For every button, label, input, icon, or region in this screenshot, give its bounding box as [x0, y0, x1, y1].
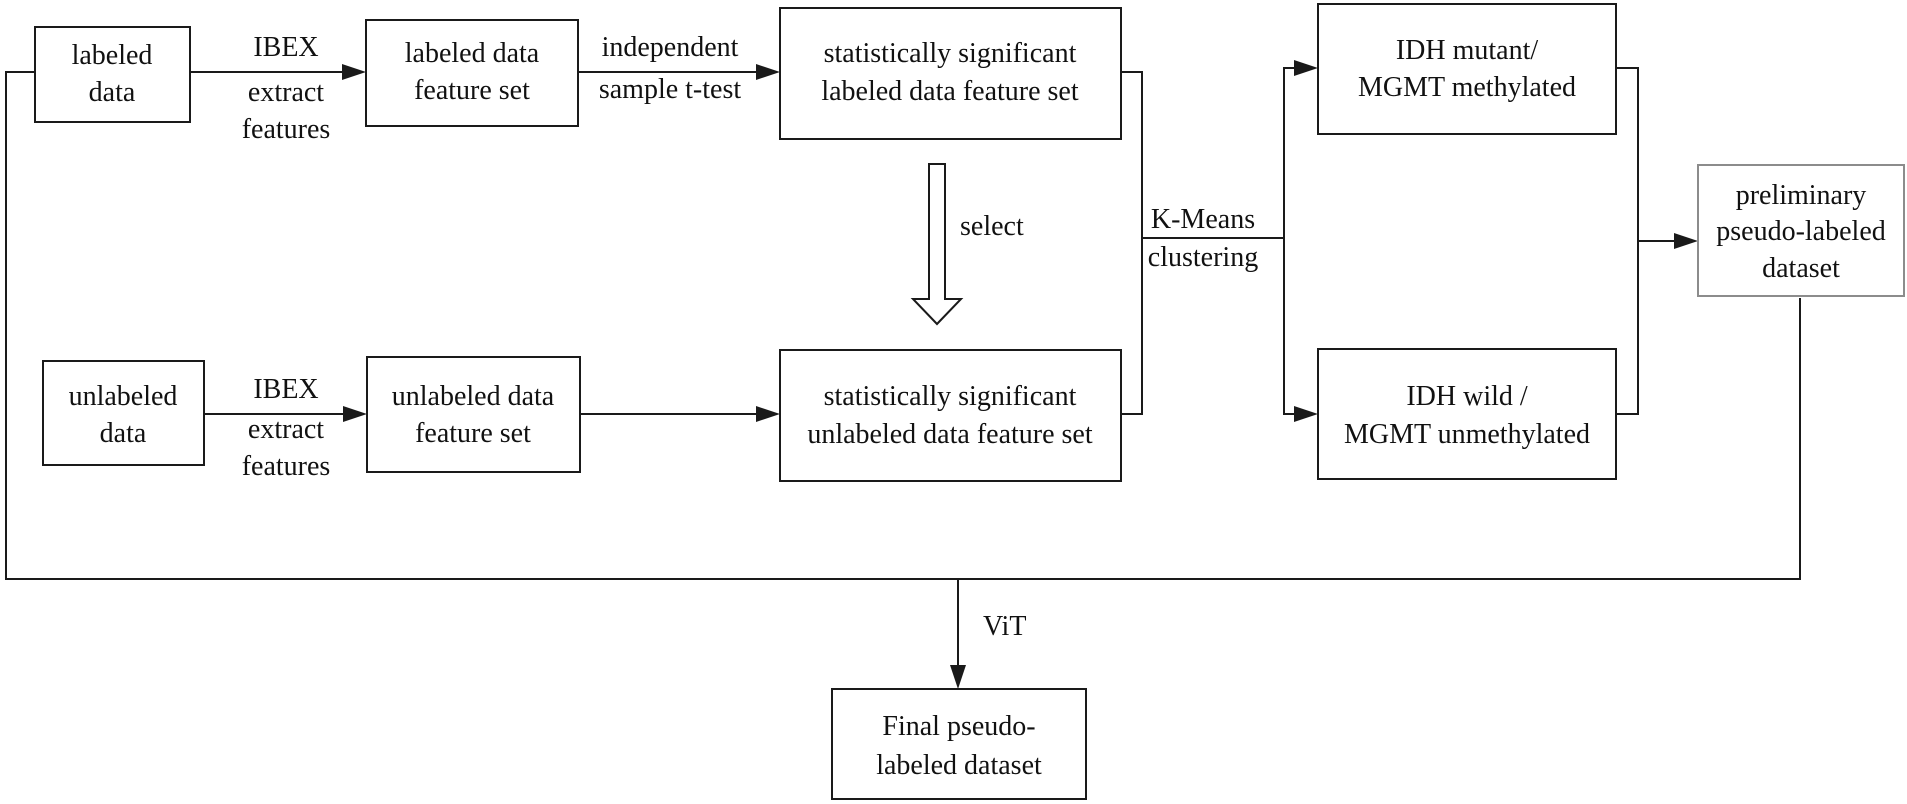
box-significant-labeled-line1: statistically significant	[824, 38, 1077, 69]
label-kmeans-line2: clustering	[1148, 242, 1258, 273]
box-labeled-data-line1: labeled	[72, 40, 153, 71]
box-idh-wild-line2: MGMT unmethylated	[1344, 419, 1590, 450]
edge-mutant-to-preliminary	[1616, 67, 1639, 415]
edge-kmeans-from-labeled	[1121, 71, 1143, 238]
box-labeled-data: labeled data	[34, 26, 191, 123]
arrowhead-unlabeled-to-featureset	[343, 406, 367, 422]
edge-kmeans-from-unlabeled	[1121, 238, 1143, 415]
box-final-line2: labeled dataset	[876, 750, 1042, 781]
box-unlabeled-feature-set: unlabeled data feature set	[366, 356, 581, 473]
arrowhead-unlabeled-featureset-to-significant	[756, 406, 780, 422]
arrowhead-labeled-to-featureset	[342, 64, 366, 80]
box-significant-labeled-feature-set: statistically significant labeled data f…	[779, 7, 1122, 140]
box-idh-mutant: IDH mutant/ MGMT methylated	[1317, 3, 1617, 135]
box-significant-labeled-line2: labeled data feature set	[821, 76, 1079, 107]
edge-kmeans-to-mutant	[1283, 67, 1297, 238]
box-idh-mutant-line1: IDH mutant/	[1396, 35, 1539, 66]
box-significant-unlabeled-feature-set: statistically significant unlabeled data…	[779, 349, 1122, 482]
box-labeled-feature-set-line2: feature set	[414, 75, 530, 106]
box-labeled-feature-set: labeled data feature set	[365, 19, 579, 127]
box-unlabeled-feature-set-line2: feature set	[415, 418, 531, 449]
box-preliminary-dataset: preliminary pseudo-labeled dataset	[1697, 164, 1905, 297]
label-ibex-top-features: features	[242, 114, 331, 145]
box-preliminary-line1: preliminary	[1736, 180, 1867, 211]
box-labeled-data-line2: data	[89, 77, 136, 108]
box-significant-unlabeled-line1: statistically significant	[824, 381, 1077, 412]
arrowhead-kmeans-to-mutant	[1294, 60, 1318, 76]
arrowhead-kmeans-to-wild	[1294, 406, 1318, 422]
label-ttest-line1: independent	[602, 32, 739, 63]
box-unlabeled-data-line1: unlabeled	[69, 381, 178, 412]
edge-kmeans-to-wild	[1283, 238, 1297, 415]
box-significant-unlabeled-line2: unlabeled data feature set	[807, 419, 1093, 450]
label-ibex-bottom-extract: extract	[248, 414, 324, 445]
arrowhead-vit	[950, 665, 966, 689]
label-ibex-bottom: IBEX	[253, 374, 318, 405]
label-select: select	[960, 211, 1024, 242]
box-unlabeled-feature-set-line1: unlabeled data	[392, 381, 555, 412]
box-idh-wild-line1: IDH wild /	[1406, 381, 1528, 412]
select-arrow	[910, 163, 964, 326]
box-preliminary-line2: pseudo-labeled	[1716, 216, 1886, 247]
box-preliminary-line3: dataset	[1762, 253, 1840, 284]
box-final-line1: Final pseudo-	[882, 711, 1035, 742]
arrowhead-featureset-to-significant	[756, 64, 780, 80]
box-unlabeled-data: unlabeled data	[42, 360, 205, 466]
box-idh-mutant-line2: MGMT methylated	[1358, 72, 1576, 103]
label-ibex-bottom-features: features	[242, 451, 331, 482]
box-final-dataset: Final pseudo- labeled dataset	[831, 688, 1087, 800]
label-ttest-line2: sample t-test	[599, 74, 742, 105]
box-idh-wild: IDH wild / MGMT unmethylated	[1317, 348, 1617, 480]
arrowhead-clusters-to-preliminary	[1674, 233, 1698, 249]
label-ibex-top: IBEX	[253, 32, 318, 63]
label-vit: ViT	[983, 611, 1026, 642]
box-unlabeled-data-line2: data	[100, 418, 147, 449]
label-kmeans-line1: K-Means	[1151, 204, 1255, 235]
edge-loop	[5, 71, 1801, 580]
label-ibex-top-extract: extract	[248, 77, 324, 108]
box-labeled-feature-set-line1: labeled data	[405, 38, 540, 69]
